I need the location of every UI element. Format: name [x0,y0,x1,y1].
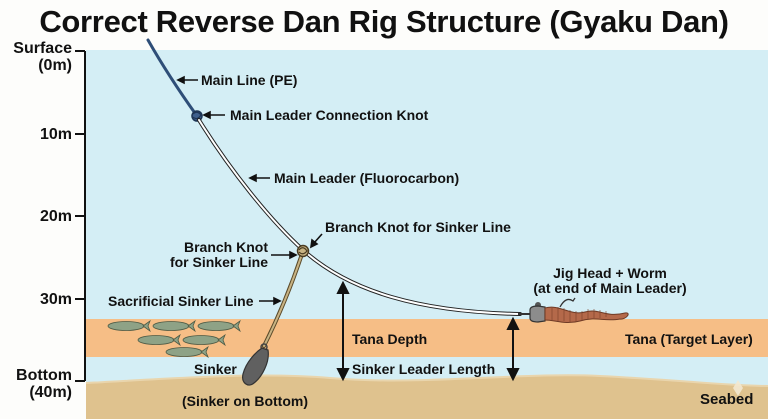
main-line-pe [146,38,199,118]
tana-depth-double-arrow [336,280,350,382]
label-line: Branch Knot [184,239,268,255]
axis-label-surface: Surface (0m) [0,40,72,74]
diagram-title: Correct Reverse Dan Rig Structure (Gyaku… [39,4,729,39]
label-tana-depth: Tana Depth [352,331,428,347]
label-main-leader: Main Leader (Fluorocarbon) [274,170,460,186]
label-arrows [176,75,323,306]
label-tana-target-layer: Tana (Target Layer) [625,331,753,347]
label-jig-head-worm: Jig Head + Worm (at end of Main Leader) [520,266,700,296]
axis-label-line: (40m) [29,384,72,401]
sinker-leader-length-double-arrow [506,316,520,382]
axis-label-line: Bottom [16,367,72,384]
label-sacrificial-sinker-line: Sacrificial Sinker Line [108,293,254,309]
label-branch-knot-right: Branch Knot for Sinker Line [325,219,511,235]
axis-label-30m: 30m [39,291,72,308]
label-line: for Sinker Line [169,254,268,270]
depth-axis-ticks [75,50,85,382]
fish-school-icon [107,319,241,359]
label-connection-knot: Main Leader Connection Knot [230,107,429,123]
seabed-ground [86,375,768,419]
sparkle-icon [733,380,743,396]
axis-label-line: Surface [13,40,72,57]
axis-label-line: (0m) [38,57,72,74]
label-branch-knot-left: Branch Knot for Sinker Line [160,240,268,270]
label-sinker-leader-length: Sinker Leader Length [352,361,496,377]
label-line: (at end of Main Leader) [533,280,687,296]
label-sinker: Sinker [194,361,237,377]
label-seabed: Seabed [700,391,754,408]
sinker-weight-icon [242,343,269,386]
axis-label-bottom: Bottom (40m) [0,367,72,401]
axis-label-10m: 10m [39,126,72,143]
jig-head-worm-icon [518,297,629,324]
label-main-line: Main Line (PE) [201,72,298,88]
axis-label-20m: 20m [39,208,72,225]
label-line: Jig Head + Worm [553,265,667,281]
label-sinker-on-bottom: (Sinker on Bottom) [182,393,308,409]
branch-knot-icon [296,244,310,258]
